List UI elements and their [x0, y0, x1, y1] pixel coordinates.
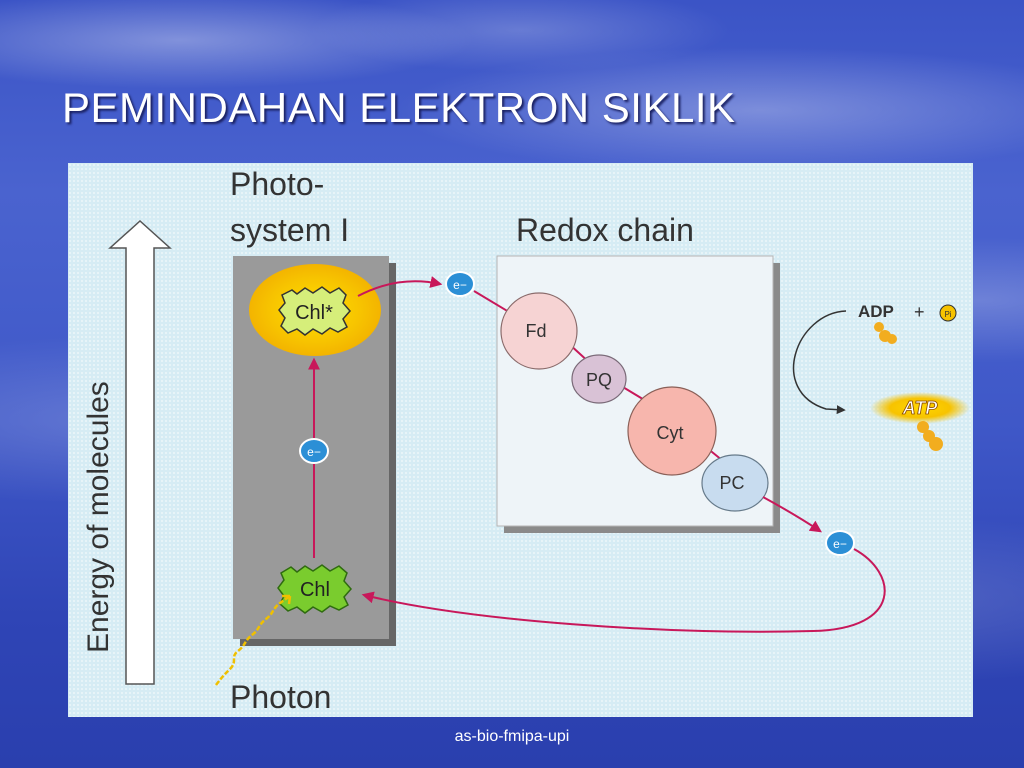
energy-axis-label: Energy of molecules: [82, 381, 115, 653]
carrier-pc: PC: [701, 454, 769, 512]
electron-photosystem: e−: [299, 438, 329, 464]
svg-text:PC: PC: [719, 473, 744, 493]
chl-ground-label: Chl: [300, 579, 330, 601]
carrier-pq: PQ: [571, 354, 627, 404]
pc-to-electron-arrow: [762, 496, 822, 533]
photon-label: Photon: [230, 679, 331, 715]
svg-text:Fd: Fd: [525, 321, 546, 341]
photosystem-label-line1: Photo-: [230, 166, 324, 202]
svg-text:e−: e−: [307, 445, 321, 459]
diagram-canvas: Energy of molecules Photo- system I Chl*…: [82, 166, 970, 715]
pi-icon: Pi: [939, 304, 957, 322]
photon-wave: [215, 594, 291, 686]
svg-text:Pi: Pi: [944, 310, 951, 319]
adp-phosphate-chain: [874, 322, 897, 344]
chl-excited-molecule: [278, 286, 351, 336]
adp-label: ADP: [858, 302, 894, 321]
svg-text:Cyt: Cyt: [657, 423, 684, 443]
phosphorylation-arrow: [793, 310, 847, 415]
energy-axis-arrow: [108, 219, 172, 685]
atp-label: ATP: [902, 398, 939, 418]
photon-wave-arrowhead: [282, 594, 292, 605]
atp-glow: [870, 392, 970, 424]
carrier-cyt: Cyt: [627, 386, 717, 476]
cyclic-electron-diagram: Energy of molecules Photo- system I Chl*…: [68, 163, 973, 717]
svg-text:e−: e−: [833, 537, 847, 551]
return-electron-arrow: [361, 548, 886, 633]
redox-chain-title: Redox chain: [516, 212, 694, 248]
plus-sign: +: [914, 302, 925, 322]
chl-to-electron-arrow: [357, 276, 443, 297]
slide-title: PEMINDAHAN ELEKTRON SIKLIK: [62, 84, 736, 131]
electron-to-redox: e−: [445, 271, 475, 297]
electron-return: e−: [825, 530, 855, 556]
atp-phosphate-chain: [917, 421, 943, 451]
carrier-fd: Fd: [500, 292, 578, 370]
chl-excited-label: Chl*: [295, 302, 333, 324]
photosystem-label-line2: system I: [230, 212, 349, 248]
svg-text:PQ: PQ: [586, 370, 612, 390]
slide-footer: as-bio-fmipa-upi: [454, 728, 570, 745]
svg-text:e−: e−: [453, 278, 467, 292]
